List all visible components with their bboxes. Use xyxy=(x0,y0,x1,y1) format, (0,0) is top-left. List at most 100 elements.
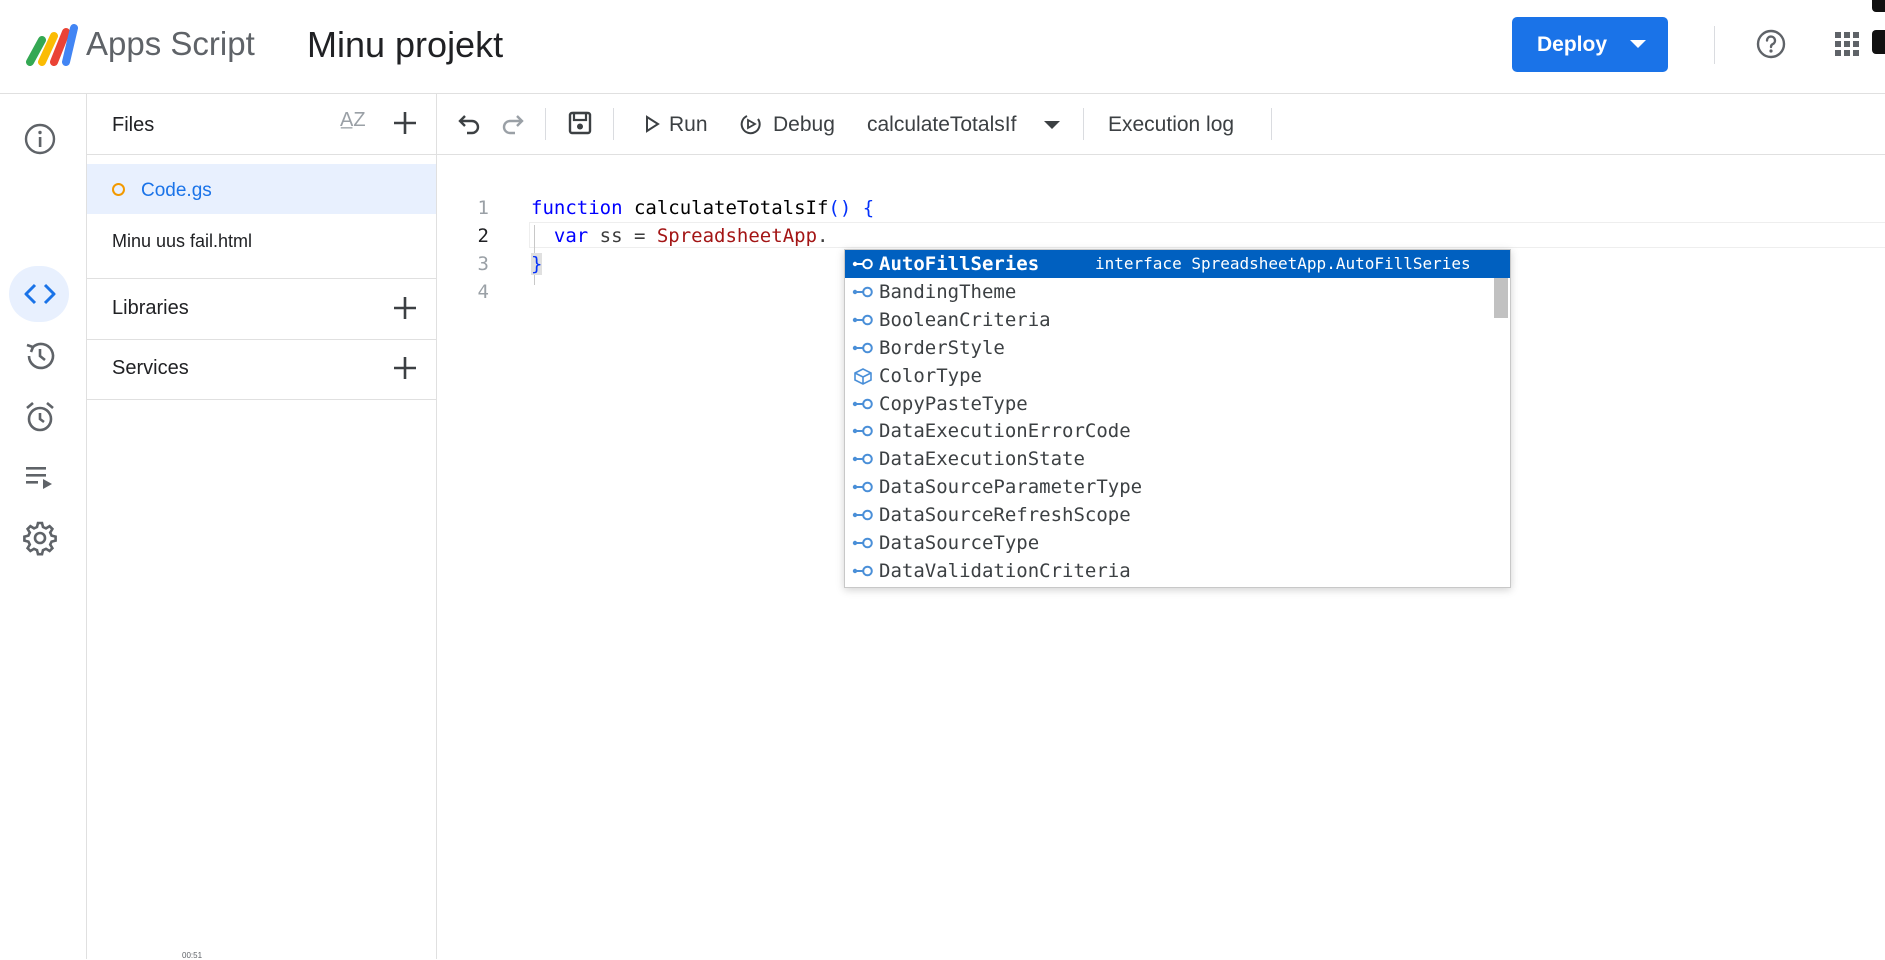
module-icon xyxy=(854,367,872,385)
suggestion-item[interactable]: DataSourceType xyxy=(845,529,1510,557)
suggestion-item[interactable]: ColorType xyxy=(845,362,1510,390)
divider xyxy=(87,399,436,400)
deploy-button[interactable]: Deploy xyxy=(1512,17,1668,72)
suggestion-item[interactable]: DataSourceParameterType xyxy=(845,473,1510,501)
enum-icon xyxy=(852,426,873,437)
rail-active-indicator xyxy=(9,266,69,322)
suggestion-label: ColorType xyxy=(879,364,982,387)
divider xyxy=(87,339,436,340)
suggestion-item[interactable]: BorderStyle xyxy=(845,334,1510,362)
suggestion-item[interactable]: DataExecutionState xyxy=(845,445,1510,473)
code-text: . xyxy=(817,225,829,247)
autocomplete-widget: DataValidationCriteria DataSourceType Data… xyxy=(844,249,1511,588)
editor-toolbar: Run Debug calculateTotalsIf Execution lo… xyxy=(437,94,1885,155)
sort-az-icon[interactable]: A̲Z xyxy=(340,109,366,131)
apps-script-logo[interactable] xyxy=(26,22,78,66)
suggestion-label: CopyPasteType xyxy=(879,392,1028,415)
suggestion-label: BandingTheme xyxy=(879,280,1017,303)
enum-icon xyxy=(852,398,873,409)
enum-icon xyxy=(852,342,873,353)
code-keyword: var xyxy=(553,225,589,247)
run-label: Run xyxy=(669,113,708,136)
toolbar-divider xyxy=(1271,108,1272,140)
execution-log-button[interactable]: Execution log xyxy=(1108,113,1235,136)
app-header: Apps Script Minu projekt Deploy xyxy=(0,0,1885,94)
enum-icon xyxy=(852,314,873,326)
add-service-icon[interactable] xyxy=(392,355,418,381)
play-icon xyxy=(646,115,660,133)
unsaved-indicator-icon xyxy=(112,183,125,196)
run-button[interactable]: Run xyxy=(643,104,719,144)
suggestion-label: DataSourceType xyxy=(879,532,1040,554)
timestamp: 00:51 xyxy=(182,951,203,960)
app-name[interactable]: Apps Script xyxy=(86,25,255,62)
scrollbar-thumb[interactable] xyxy=(1494,278,1508,318)
function-select[interactable]: calculateTotalsIf xyxy=(867,104,1067,144)
suggestion-item[interactable]: CopyPasteType xyxy=(845,390,1510,418)
suggestion-label: DataValidationCriteria xyxy=(879,559,1131,582)
suggestion-item[interactable]: BooleanCriteria xyxy=(845,306,1510,334)
rail-item-settings[interactable] xyxy=(20,518,60,558)
rail-item-history[interactable] xyxy=(20,336,60,376)
code-line[interactable]: var ss = SpreadsheetApp. xyxy=(531,225,829,247)
redo-icon[interactable] xyxy=(499,110,525,136)
files-section-title: Files xyxy=(112,114,155,136)
undo-icon[interactable] xyxy=(457,110,483,136)
code-line[interactable]: } xyxy=(531,253,543,275)
rail-item-executions[interactable] xyxy=(20,457,60,497)
enum-icon xyxy=(852,565,873,577)
suggestion-item[interactable]: DataValidationCriteria xyxy=(845,557,1510,585)
function-select-value: calculateTotalsIf xyxy=(867,113,1017,136)
dropdown-arrow-icon xyxy=(1044,121,1060,129)
services-section-title: Services xyxy=(112,357,189,379)
line-number: 3 xyxy=(477,253,489,275)
file-item-minu-uus-fail[interactable]: Minu uus fail.html xyxy=(112,231,253,251)
suggestion-item[interactable]: BandingTheme xyxy=(845,278,1510,306)
add-file-icon[interactable] xyxy=(392,110,418,136)
suggestion-label: DataExecutionState xyxy=(879,448,1085,471)
debug-label: Debug xyxy=(773,113,835,136)
executions-icon xyxy=(26,467,52,489)
screen-edge-fragment xyxy=(1872,0,1885,12)
add-library-icon[interactable] xyxy=(392,295,418,321)
code-icon xyxy=(24,283,56,305)
enum-icon xyxy=(852,537,873,549)
header-divider xyxy=(1714,26,1715,64)
save-icon[interactable] xyxy=(567,110,593,136)
divider xyxy=(87,278,436,279)
gear-icon xyxy=(23,521,57,556)
line-number: 1 xyxy=(477,197,489,219)
suggestion-label: BorderStyle xyxy=(879,336,1005,359)
toolbar-divider xyxy=(1083,108,1084,140)
suggestion-item[interactable]: DataSourceRefreshScope xyxy=(845,501,1510,529)
project-title[interactable]: Minu projekt xyxy=(307,24,504,65)
file-item-code-gs[interactable] xyxy=(87,164,436,214)
suggestion-item[interactable]: DataExecutionErrorCode xyxy=(845,417,1510,445)
toolbar-divider xyxy=(545,108,546,140)
suggestion-label: BooleanCriteria xyxy=(879,308,1051,331)
google-apps-icon[interactable] xyxy=(1833,30,1861,58)
rail-item-editor[interactable] xyxy=(20,274,60,314)
help-icon[interactable] xyxy=(1755,28,1787,60)
debug-button[interactable]: Debug xyxy=(739,104,843,144)
enum-icon xyxy=(852,509,873,521)
suggestion-item[interactable]: AutoFillSeries interface SpreadsheetApp.A… xyxy=(845,250,1510,278)
line-number: 4 xyxy=(477,281,489,303)
code-class: SpreadsheetApp xyxy=(656,225,818,247)
navigation-rail xyxy=(0,94,87,959)
rail-item-triggers[interactable] xyxy=(20,397,60,437)
code-punctuation: () { xyxy=(828,197,875,219)
line-number: 2 xyxy=(477,225,489,247)
suggestion-label: AutoFillSeries xyxy=(879,253,1040,275)
code-keyword: function xyxy=(531,197,623,219)
current-line-highlight xyxy=(529,222,1885,248)
debug-icon xyxy=(740,115,761,135)
rail-item-overview[interactable] xyxy=(20,119,60,159)
suggestion-label: DataSourceParameterType xyxy=(879,476,1143,499)
code-line[interactable]: function calculateTotalsIf() { xyxy=(531,197,874,219)
suggestion-detail: interface SpreadsheetApp.AutoFillSeries xyxy=(1095,254,1471,273)
code-indent xyxy=(531,225,554,247)
files-panel: Files A̲Z Code.gs Minu uus fail.html Lib… xyxy=(87,94,437,959)
file-name[interactable]: Code.gs xyxy=(141,180,212,201)
divider xyxy=(87,154,436,155)
